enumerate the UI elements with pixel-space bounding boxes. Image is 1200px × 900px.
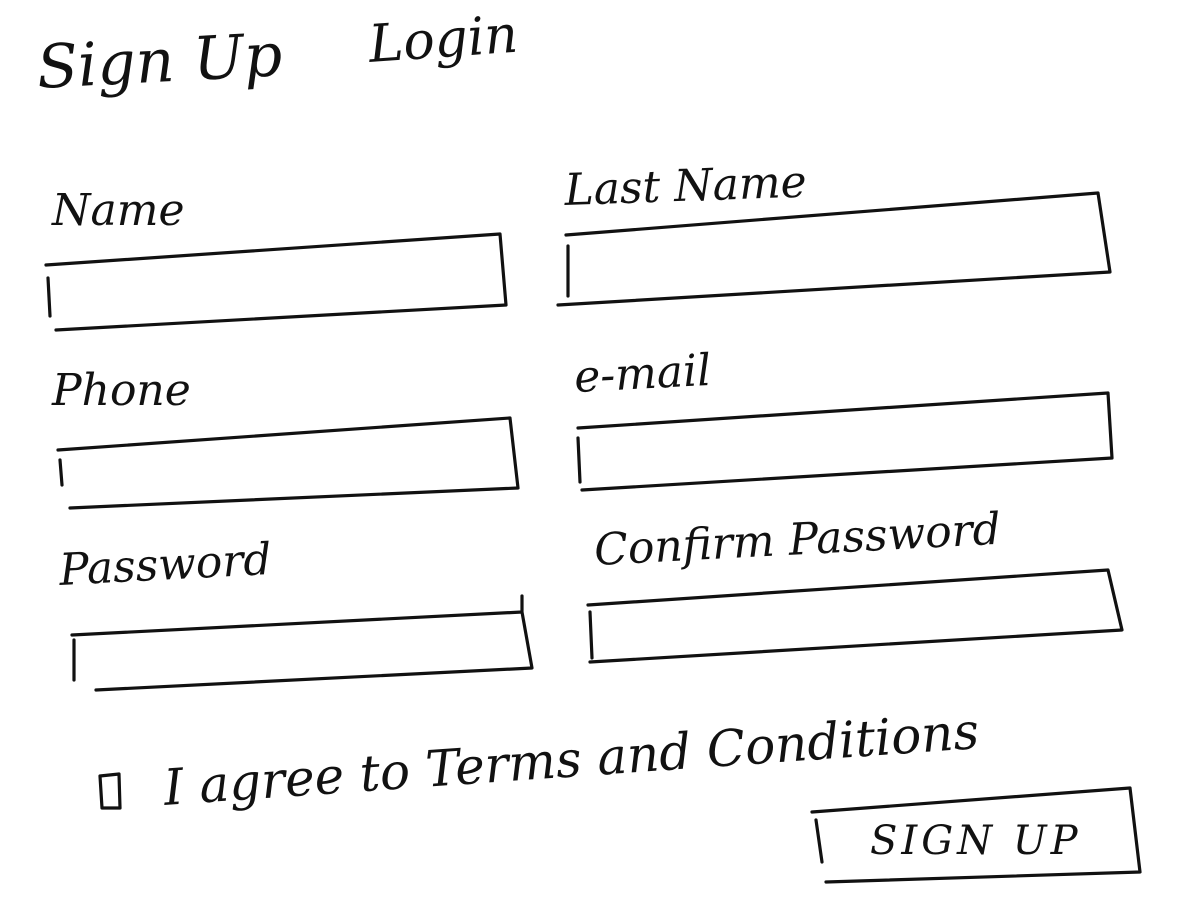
tab-login[interactable]: Login <box>366 5 520 75</box>
tab-sign-up[interactable]: Sign Up <box>35 20 284 103</box>
confirm-password-label: Confirm Password <box>593 504 1002 576</box>
email-label: e-mail <box>573 345 712 403</box>
name-field[interactable] <box>44 232 508 332</box>
sign-up-button[interactable]: SIGN UP <box>810 786 1142 884</box>
password-field[interactable] <box>70 594 534 692</box>
confirm-password-field[interactable] <box>586 568 1124 664</box>
last-name-field[interactable] <box>556 191 1112 307</box>
password-label: Password <box>57 534 273 596</box>
terms-checkbox[interactable] <box>95 768 125 814</box>
phone-field[interactable] <box>56 416 520 510</box>
sign-up-button-label: SIGN UP <box>870 818 1082 864</box>
phone-label: Phone <box>51 365 191 416</box>
email-field[interactable] <box>576 391 1114 492</box>
name-label: Name <box>51 185 185 236</box>
last-name-label: Last Name <box>563 157 808 216</box>
